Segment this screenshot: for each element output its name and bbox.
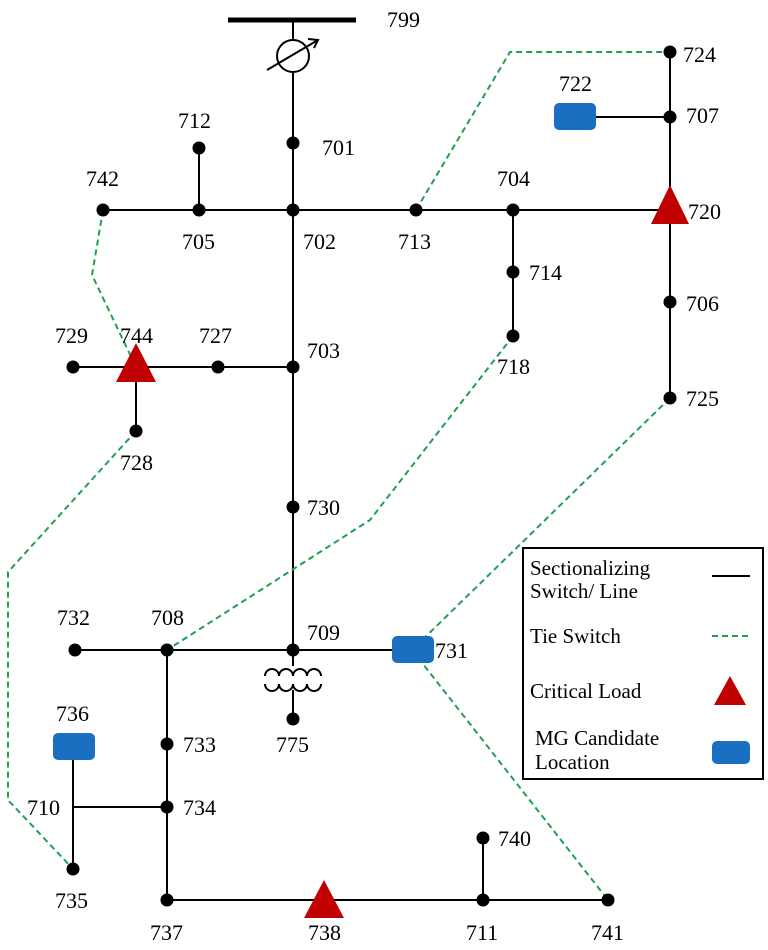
node-707-dot (663, 110, 677, 124)
node-740-dot (476, 831, 490, 845)
node-dots (66, 45, 677, 907)
critical-load-744-icon (116, 343, 156, 382)
node-708-dot (160, 643, 174, 657)
node-label-799: 799 (387, 7, 420, 32)
node-label-702: 702 (303, 229, 336, 254)
legend-critical-load-icon (714, 676, 746, 705)
node-label-724: 724 (683, 42, 716, 67)
node-704-dot (506, 203, 520, 217)
node-label-714: 714 (529, 260, 562, 285)
node-714-dot (506, 265, 520, 279)
node-725-dot (663, 391, 677, 405)
node-702-dot (286, 203, 300, 217)
node-718-dot (506, 329, 520, 343)
legend-mg-label-2: Location (535, 750, 610, 774)
node-706-dot (663, 295, 677, 309)
node-711-dot (476, 893, 490, 907)
node-label-706: 706 (686, 291, 719, 316)
node-label-741: 741 (591, 920, 624, 945)
node-label-713: 713 (398, 229, 431, 254)
node-703-dot (286, 360, 300, 374)
transformer-icon (264, 668, 322, 692)
node-label-711: 711 (466, 920, 498, 945)
node-label-733: 733 (183, 732, 216, 757)
legend-sectionalizing-label-2: Switch/ Line (530, 579, 638, 603)
node-728-dot (129, 424, 143, 438)
legend: Sectionalizing Switch/ Line Tie Switch C… (522, 547, 764, 780)
critical-load-720-icon (651, 185, 689, 224)
node-label-744: 744 (120, 323, 153, 348)
regulator-arrowhead-icon (307, 38, 320, 49)
node-label-735: 735 (55, 888, 88, 913)
node-label-738: 738 (308, 920, 341, 945)
node-label-718: 718 (497, 354, 530, 379)
node-label-725: 725 (686, 386, 719, 411)
node-709-dot (286, 643, 300, 657)
node-label-742: 742 (86, 166, 119, 191)
mg-candidate-722-icon (554, 103, 596, 130)
node-label-737: 737 (150, 920, 183, 945)
node-label-730: 730 (307, 495, 340, 520)
node-label-722: 722 (559, 71, 592, 96)
legend-sectionalizing-label-1: Sectionalizing (530, 556, 651, 580)
node-label-731: 731 (435, 638, 468, 663)
node-label-709: 709 (307, 620, 340, 645)
node-732-dot (68, 643, 82, 657)
node-733-dot (160, 737, 174, 751)
node-729-dot (66, 360, 80, 374)
node-label-708: 708 (151, 605, 184, 630)
node-724-dot (663, 45, 677, 59)
node-label-707: 707 (686, 103, 719, 128)
node-735-dot (66, 862, 80, 876)
legend-mg-label-1: MG Candidate (535, 726, 659, 750)
node-label-740: 740 (498, 826, 531, 851)
mg-candidate-736-icon (53, 733, 95, 760)
node-label-712: 712 (178, 108, 211, 133)
node-742-dot (96, 203, 110, 217)
node-701-dot (286, 136, 300, 150)
node-730-dot (286, 500, 300, 514)
node-label-729: 729 (55, 323, 88, 348)
legend-box (522, 547, 764, 780)
node-734-dot (160, 800, 174, 814)
node-737-dot (160, 893, 174, 907)
node-label-775: 775 (276, 732, 309, 757)
node-label-736: 736 (56, 701, 89, 726)
critical-load-738-icon (304, 880, 344, 918)
node-label-710: 710 (27, 795, 60, 820)
node-712-dot (192, 141, 206, 155)
node-label-728: 728 (120, 450, 153, 475)
node-labels: 799 701 712 742 705 702 713 704 720 724 … (27, 7, 721, 945)
node-705-dot (192, 203, 206, 217)
node-713-dot (409, 203, 423, 217)
node-label-704: 704 (497, 166, 530, 191)
node-741-dot (601, 893, 615, 907)
node-label-701: 701 (322, 135, 355, 160)
node-label-703: 703 (307, 338, 340, 363)
regulator-arrow-icon (266, 39, 319, 71)
mg-candidate-731-icon (392, 636, 434, 663)
legend-tie-switch-label: Tie Switch (530, 624, 621, 648)
node-label-734: 734 (183, 795, 216, 820)
node-label-720: 720 (688, 199, 721, 224)
node-label-732: 732 (57, 605, 90, 630)
node-label-705: 705 (182, 229, 215, 254)
legend-critical-load-label: Critical Load (530, 679, 642, 703)
tie-switches (7, 51, 671, 901)
node-label-727: 727 (199, 323, 232, 348)
regulator-icon (276, 39, 310, 73)
node-727-dot (211, 360, 225, 374)
node-775-dot (286, 712, 300, 726)
legend-mg-icon (712, 741, 750, 764)
